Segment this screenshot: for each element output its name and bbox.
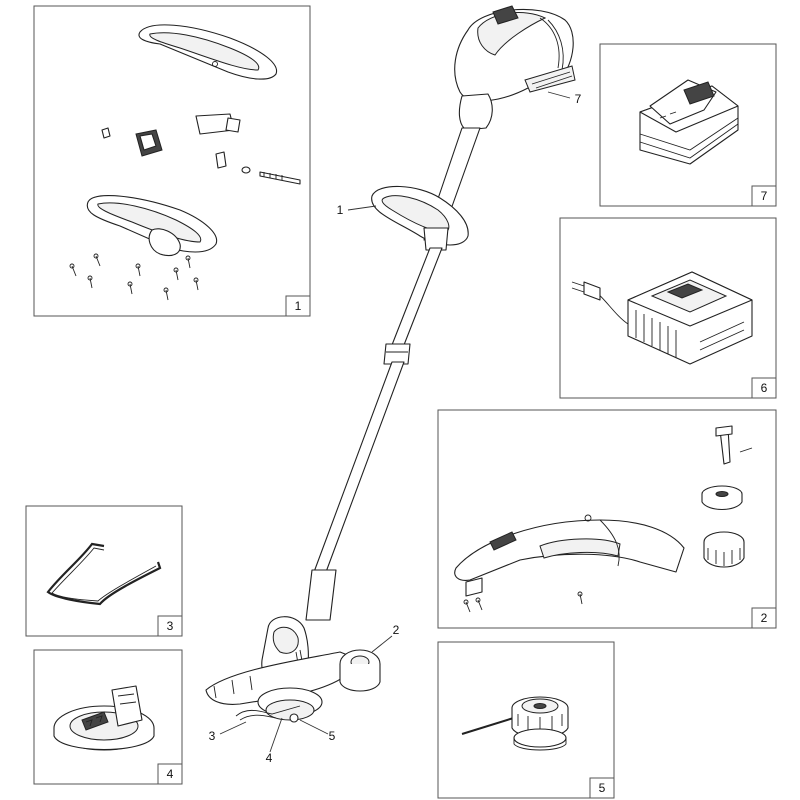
callout-5: 5 <box>329 729 336 743</box>
callout-3: 3 <box>209 729 216 743</box>
callout-leaders <box>219 91 571 753</box>
callout-4: 4 <box>266 751 273 765</box>
panel-number-5: 5 <box>599 781 606 795</box>
callout-1: 1 <box>337 203 344 217</box>
panel-number-4: 4 <box>167 767 174 781</box>
panel-spool-and-line[interactable]: 5 <box>437 641 615 799</box>
panel-number-2: 2 <box>761 611 768 625</box>
panel-battery[interactable]: 7 <box>599 43 777 207</box>
panel-charger[interactable]: 6 <box>559 217 777 399</box>
panel-number-1: 1 <box>295 299 302 313</box>
panel-spool-cap[interactable]: 4 <box>33 649 183 785</box>
panel-number-3: 3 <box>167 619 174 633</box>
panel-number-7: 7 <box>761 189 768 203</box>
callout-2: 2 <box>393 623 400 637</box>
panel-guard-assembly[interactable]: 2 <box>437 409 777 629</box>
callout-7: 7 <box>575 92 582 106</box>
panel-edge-guide[interactable]: 3 <box>25 505 183 637</box>
string-trimmer-illustration <box>205 5 576 723</box>
panel-handle-assembly[interactable]: 1 <box>33 5 311 317</box>
panel-number-6: 6 <box>761 381 768 395</box>
